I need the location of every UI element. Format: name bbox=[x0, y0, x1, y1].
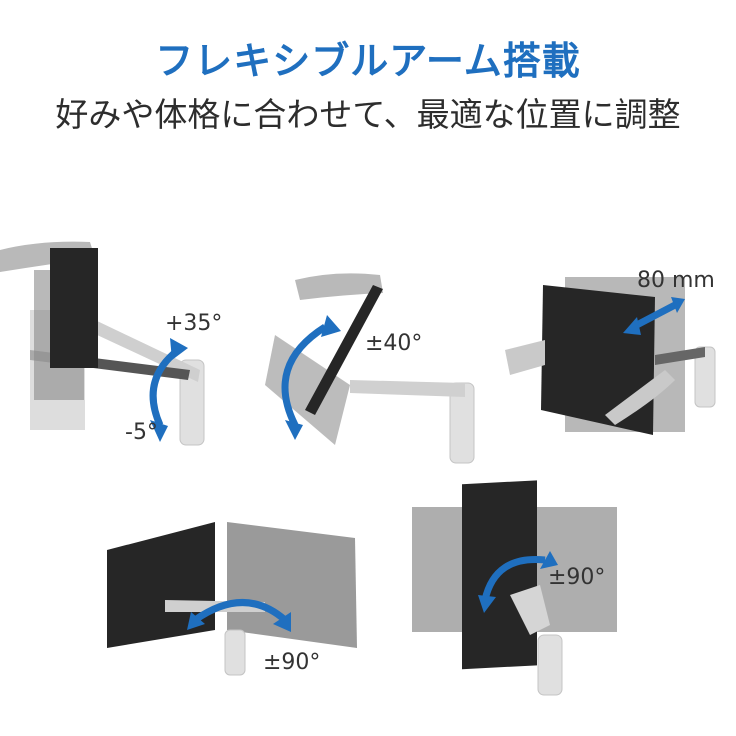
swivel-label: ±90° bbox=[263, 650, 321, 675]
slide-label: 80 mm bbox=[637, 268, 715, 293]
rotate-label: ±40° bbox=[365, 331, 423, 356]
subheading: 好みや体格に合わせて、最適な位置に調整 bbox=[55, 95, 681, 134]
heading: フレキシブルアーム搭載 bbox=[155, 39, 581, 83]
tilt-illustration bbox=[0, 241, 205, 446]
swivel-illustration bbox=[107, 522, 357, 676]
tilt-label-down: -5° bbox=[125, 420, 158, 445]
tilt-label-up: +35° bbox=[165, 311, 223, 336]
pivot-label: ±90° bbox=[548, 565, 606, 590]
rotate-illustration bbox=[265, 273, 475, 464]
slide-illustration bbox=[505, 277, 716, 435]
pivot-illustration bbox=[412, 480, 617, 696]
